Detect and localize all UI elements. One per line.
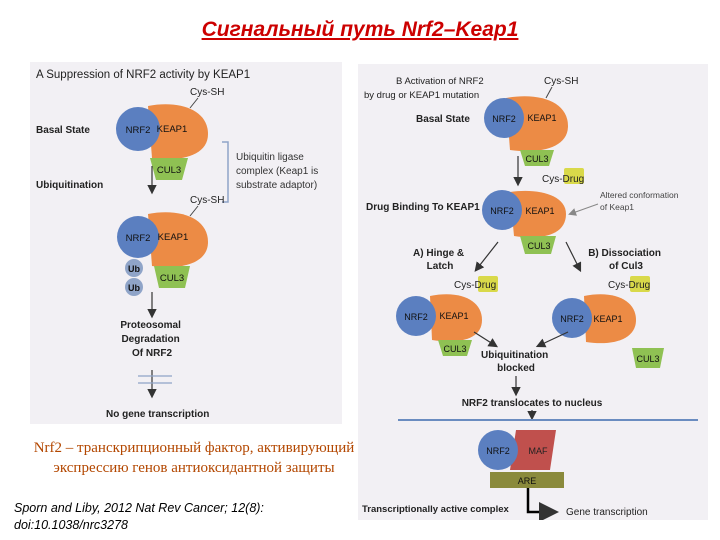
cul3-label-2: CUL3	[160, 273, 184, 284]
are-shape	[490, 472, 564, 488]
keap1-label-dc: KEAP1	[593, 314, 622, 324]
citation-line-1: Sporn and Liby, 2012 Nat Rev Cancer; 12(…	[14, 501, 264, 515]
cul3-shape-b2	[520, 236, 556, 254]
maf-label: MAF	[529, 446, 549, 456]
arrow-hl-blocked	[473, 331, 499, 348]
panel-a: A Suppression of NRF2 activity by KEAP1 …	[30, 62, 342, 424]
nrf2-label-b1: NRF2	[492, 114, 516, 124]
panel-a-diagram: A Suppression of NRF2 activity by KEAP1 …	[36, 69, 321, 420]
nrf2-label-2: NRF2	[126, 233, 151, 244]
transcription-complex: MAF NRF2 ARE	[478, 430, 564, 488]
ub-shape-1	[125, 259, 143, 277]
keap1-complex-ubiquitinated: NRF2 KEAP1 CUL3 Cys-SH Ub Ub	[117, 195, 224, 296]
cys-sh-label: Cys-SH	[190, 87, 224, 98]
nrf2-shape-b1	[484, 98, 524, 138]
keap1-label-b1: KEAP1	[527, 113, 556, 123]
translocates-label: NRF2 translocates to nucleus	[462, 398, 603, 409]
cul3-shape	[150, 158, 188, 180]
arrow-b-right	[565, 241, 582, 273]
ub-shape-2	[125, 278, 143, 296]
keap1-complex-b-basal: NRF2 KEAP1 CUL3	[484, 96, 568, 166]
drug-shape-b	[564, 168, 584, 184]
cul3-label-b2: CUL3	[527, 241, 550, 251]
nrf2-shape-dc	[552, 298, 592, 338]
arrow-dc-blocked	[535, 331, 569, 348]
cys-drug-label-dc: Cys-Drug	[608, 280, 650, 291]
nrf2-shape-b2	[482, 190, 522, 230]
drug-shape-dc	[630, 276, 650, 292]
drug-shape-hl	[478, 276, 498, 292]
hinge-latch-complex: Cys-Drug NRF2 KEAP1 CUL3	[396, 276, 498, 356]
arrow-b-left	[474, 241, 499, 272]
ligase-note: Ubiquitin ligase complex (Keap1 is subst…	[236, 152, 321, 191]
are-label: ARE	[518, 476, 537, 486]
panel-b-diagram: B Activation of NRF2 by drug or KEAP1 mu…	[362, 76, 698, 522]
no-transcription-label: No gene transcription	[106, 409, 209, 420]
dissociation-label: B) Dissociation of Cul3	[588, 248, 664, 272]
keap1-shape	[148, 104, 208, 160]
nrf2-label-dc: NRF2	[560, 314, 584, 324]
nrf2-label: NRF2	[126, 125, 151, 136]
ub-label-1: Ub	[128, 264, 140, 274]
cul3-label-dc: CUL3	[636, 354, 659, 364]
keap1-shape-2	[148, 212, 208, 268]
basal-state-label-b: Basal State	[416, 114, 470, 125]
nrf2-label-b2: NRF2	[490, 206, 514, 216]
cul3-label-hl: CUL3	[443, 344, 466, 354]
nrf2-label-nuc: NRF2	[486, 446, 510, 456]
cys-drug-label-hl: Cys-Drug	[454, 280, 496, 291]
hinge-latch-label: A) Hinge & Latch	[413, 248, 467, 272]
ubiquitination-label: Ubiquitination	[36, 180, 103, 191]
dissociation-complex: Cys-Drug NRF2 KEAP1 CUL3	[552, 276, 664, 368]
altered-note: Altered conformation of Keap1	[600, 190, 681, 212]
maf-shape	[510, 430, 556, 470]
page-title: Сигнальный путь Nrf2–Keap1	[201, 18, 519, 41]
basal-state-label: Basal State	[36, 125, 90, 136]
nrf2-label-hl: NRF2	[404, 312, 428, 322]
nrf2-shape-nuc	[478, 430, 518, 470]
nrf2-shape	[116, 107, 160, 151]
cul3-shape-dc	[632, 348, 664, 368]
keap1-shape-b2	[510, 190, 566, 238]
keap1-label-hl: KEAP1	[439, 311, 468, 321]
keap1-shape-hl	[430, 294, 482, 342]
active-complex-label: Transcriptionally active complex	[362, 504, 509, 515]
keap1-label: KEAP1	[157, 124, 188, 135]
drug-binding-label: Drug Binding To KEAP1	[366, 202, 480, 213]
citation: Sporn and Liby, 2012 Nat Rev Cancer; 12(…	[14, 500, 264, 534]
panel-a-heading: A Suppression of NRF2 activity by KEAP1	[36, 69, 250, 81]
ligase-bracket	[222, 141, 229, 203]
nrf2-shape-2	[117, 216, 159, 258]
description: Nrf2 – транскрипционный фактор, активиру…	[14, 438, 374, 478]
arrow-altered	[568, 203, 599, 216]
cys-sh-label-2: Cys-SH	[190, 195, 224, 206]
gene-transcription-label: Gene transcription	[566, 507, 648, 518]
degradation-label: Proteosomal Degradation Of NRF2	[120, 320, 183, 359]
description-line-2: экспрессию генов антиоксидантной защиты	[53, 460, 335, 476]
panel-b: B Activation of NRF2 by drug or KEAP1 mu…	[358, 64, 708, 522]
citation-line-2: doi:10.1038/nrc3278	[14, 518, 128, 532]
cul3-label-b1: CUL3	[525, 154, 548, 164]
keap1-label-2: KEAP1	[158, 232, 189, 243]
panel-b-heading: B Activation of NRF2 by drug or KEAP1 mu…	[364, 76, 486, 101]
nrf2-shape-hl	[396, 296, 436, 336]
ub-label-2: Ub	[128, 283, 140, 293]
keap1-label-b2: KEAP1	[525, 206, 554, 216]
cys-sh-label-b: Cys-SH	[544, 76, 578, 87]
cul3-shape-2	[154, 266, 190, 288]
description-line-1: Nrf2 – транскрипционный фактор, активиру…	[33, 440, 355, 456]
cul3-label: CUL3	[157, 165, 181, 176]
keap1-complex-basal: NRF2 KEAP1 CUL3 Cys-SH	[116, 87, 224, 180]
cys-drug-label-b: Cys-Drug	[542, 174, 584, 185]
ub-blocked-label: Ubiquitination blocked	[481, 350, 551, 374]
cul3-shape-b1	[520, 150, 554, 166]
cul3-shape-hl	[438, 340, 472, 356]
keap1-shape-dc	[584, 294, 636, 344]
keap1-complex-b-drug: NRF2 KEAP1 CUL3	[482, 190, 566, 254]
transcription-arrow	[526, 488, 559, 522]
